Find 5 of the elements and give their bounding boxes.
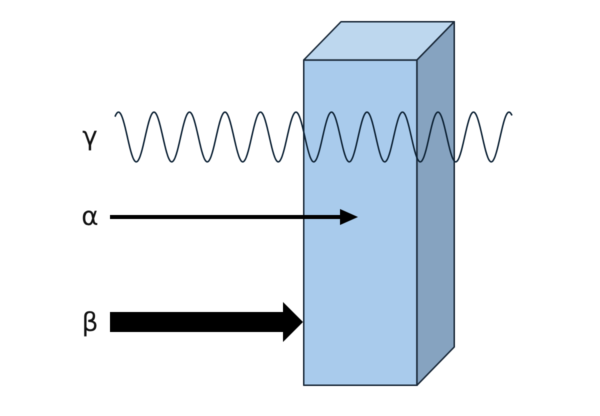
symbol-label: α [76,202,104,232]
symbol-label: γ [81,122,99,152]
symbol-label: β [76,307,104,339]
arrow [110,209,358,225]
arrow [110,302,303,342]
